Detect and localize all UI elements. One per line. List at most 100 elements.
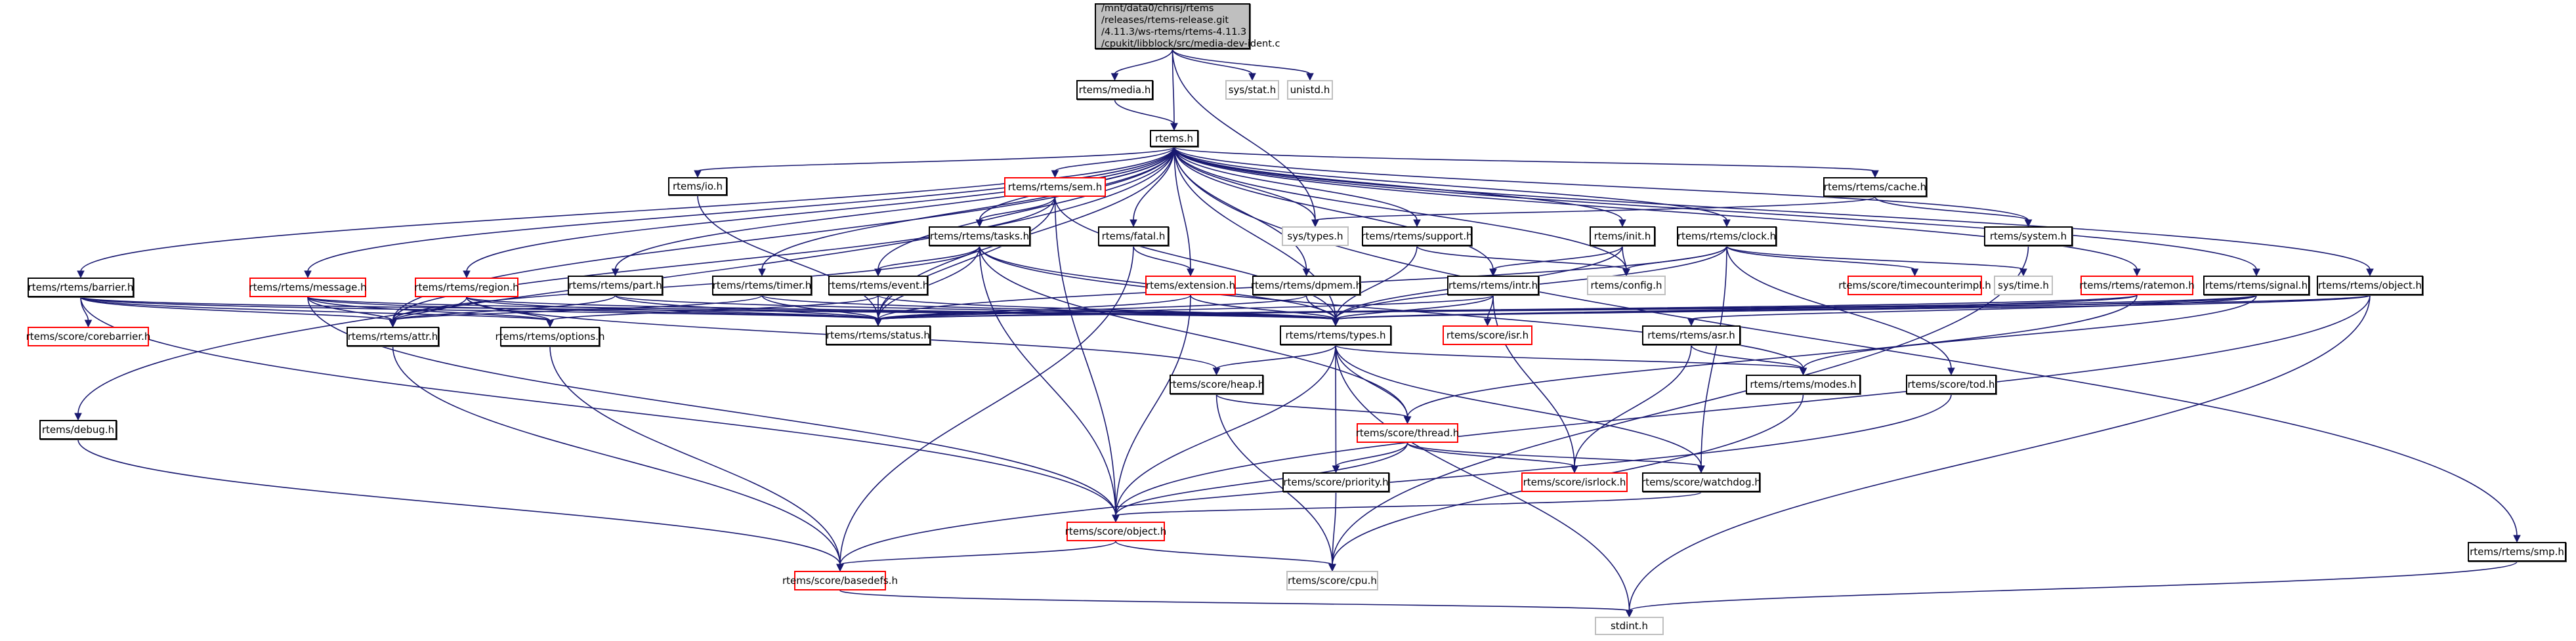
node-label: rtems/config.h — [1590, 279, 1662, 291]
node-clock[interactable]: rtems/rtems/clock.h — [1677, 226, 1777, 246]
node-cpu[interactable]: rtems/score/cpu.h — [1286, 571, 1378, 590]
node-sysstat[interactable]: sys/stat.h — [1225, 80, 1279, 100]
node-root-file[interactable]: /mnt/data0/chrisj/rtems /releases/rtems-… — [1095, 3, 1280, 49]
arrowhead — [1302, 268, 1311, 277]
node-debug[interactable]: rtems/debug.h — [39, 420, 117, 440]
edge-thread-to-priority — [1335, 442, 1408, 467]
arrowhead — [1328, 564, 1336, 572]
edge-timer-to-attr — [392, 295, 763, 321]
node-system[interactable]: rtems/system.h — [1984, 226, 2073, 246]
node-label: rtems/rtems/signal.h — [2205, 279, 2308, 291]
edge-event-to-options — [549, 295, 879, 321]
edge-dpmem-to-types — [1305, 295, 1336, 320]
edge-sem-to-types — [1054, 196, 1336, 320]
node-dpmem[interactable]: rtems/rtems/dpmem.h — [1251, 276, 1362, 295]
node-rtems[interactable]: rtems.h — [1150, 130, 1198, 147]
edge-types-to-modes — [1335, 344, 1804, 369]
edge-clock-to-systime — [1726, 245, 2024, 270]
edge-types-to-heap — [1215, 344, 1336, 369]
node-modes[interactable]: rtems/rtems/modes.h — [1746, 375, 1861, 394]
arrowhead — [74, 413, 82, 421]
node-region[interactable]: rtems/rtems/region.h — [414, 278, 519, 297]
node-priority[interactable]: rtems/score/priority.h — [1282, 472, 1389, 492]
edge-types-to-stdint — [1335, 344, 1630, 611]
node-label: rtems/score/heap.h — [1168, 379, 1265, 390]
node-isr[interactable]: rtems/score/isr.h — [1443, 325, 1532, 345]
node-media[interactable]: rtems/media.h — [1076, 80, 1153, 100]
node-systime[interactable]: sys/time.h — [1994, 276, 2053, 295]
node-attr[interactable]: rtems/rtems/attr.h — [347, 327, 439, 346]
arrowhead — [874, 318, 882, 327]
node-corebarrier[interactable]: rtems/score/corebarrier.h — [26, 327, 151, 346]
node-intr[interactable]: rtems/rtems/intr.h — [1447, 276, 1539, 295]
node-label: rtems/fatal.h — [1101, 230, 1166, 242]
node-thread[interactable]: rtems/score/thread.h — [1356, 423, 1459, 443]
node-timer[interactable]: rtems/rtems/timer.h — [712, 276, 812, 295]
node-label: rtems/score/corebarrier.h — [26, 331, 151, 342]
edge-barrier-to-options — [80, 297, 551, 321]
node-options[interactable]: rtems/rtems/options.h — [495, 327, 605, 346]
node-label: unistd.h — [1290, 84, 1330, 96]
node-cache[interactable]: rtems/rtems/cache.h — [1823, 177, 1927, 197]
edge-fatal-to-basedefs — [839, 245, 1134, 566]
arrowhead — [1332, 318, 1340, 327]
edge-fatal-to-extension — [1133, 245, 1191, 270]
node-isrlock[interactable]: rtems/score/isrlock.h — [1521, 472, 1628, 492]
node-io[interactable]: rtems/io.h — [668, 177, 727, 196]
edge-media-to-rtems — [1114, 99, 1175, 125]
arrowhead — [1483, 318, 1492, 327]
edge-attr-to-basedefs — [392, 346, 841, 566]
node-label: rtems/rtems/timer.h — [712, 279, 812, 291]
node-label: rtems/score/timecounterimpl.h — [1838, 279, 1991, 291]
node-timecounter[interactable]: rtems/score/timecounterimpl.h — [1838, 276, 1991, 295]
node-init[interactable]: rtems/init.h — [1590, 226, 1655, 246]
arrowhead — [1697, 465, 1705, 474]
node-label: rtems/score/cpu.h — [1288, 575, 1377, 587]
node-label: rtems/system.h — [1989, 230, 2067, 242]
arrowhead — [1723, 219, 1731, 228]
node-signal[interactable]: rtems/rtems/signal.h — [2203, 276, 2310, 295]
edge-rtems-to-system — [1173, 146, 2029, 221]
edge-rtems-to-message — [307, 146, 1175, 272]
node-event[interactable]: rtems/rtems/event.h — [828, 276, 929, 295]
node-basedefs[interactable]: rtems/score/basedefs.h — [782, 571, 898, 590]
node-ratemon[interactable]: rtems/rtems/ratemon.h — [2079, 276, 2195, 295]
edge-rtems-to-barrier — [80, 146, 1175, 272]
edge-root-to-sysstat — [1172, 49, 1253, 75]
edge-sem-to-status — [877, 196, 1056, 320]
edge-rtems-to-event — [877, 146, 1175, 270]
node-tasks[interactable]: rtems/rtems/tasks.h — [929, 226, 1030, 246]
node-barrier[interactable]: rtems/rtems/barrier.h — [28, 278, 134, 297]
node-part[interactable]: rtems/rtems/part.h — [568, 276, 663, 295]
node-label: rtems/init.h — [1594, 230, 1651, 242]
node-watchdog[interactable]: rtems/score/watchdog.h — [1641, 472, 1761, 492]
node-systypes[interactable]: sys/types.h — [1282, 226, 1349, 246]
node-label: rtems/rtems/tasks.h — [929, 230, 1030, 242]
node-tod[interactable]: rtems/score/tod.h — [1906, 375, 1996, 394]
node-extension[interactable]: rtems/extension.h — [1145, 276, 1236, 295]
node-support[interactable]: rtems/rtems/support.h — [1361, 226, 1473, 246]
node-object[interactable]: rtems/rtems/object.h — [2317, 276, 2423, 295]
node-message[interactable]: rtems/rtems/message.h — [249, 278, 367, 297]
arrowhead — [1306, 73, 1314, 81]
node-config[interactable]: rtems/config.h — [1587, 276, 1666, 295]
node-sem[interactable]: rtems/rtems/sem.h — [1004, 177, 1106, 197]
edge-smp-to-stdint — [1628, 561, 2518, 611]
node-scoreobject[interactable]: rtems/score/object.h — [1065, 522, 1166, 541]
edge-init-to-config — [1622, 245, 1627, 270]
node-unistd[interactable]: unistd.h — [1287, 80, 1333, 100]
node-smp[interactable]: rtems/rtems/smp.h — [2468, 542, 2566, 562]
node-types[interactable]: rtems/rtems/types.h — [1280, 325, 1391, 345]
arrowhead — [1403, 416, 1412, 424]
edge-tod-to-basedefs — [839, 394, 1952, 566]
node-fatal[interactable]: rtems/fatal.h — [1098, 226, 1169, 246]
arrowhead — [1618, 219, 1626, 228]
edge-init-to-intr — [1492, 245, 1623, 270]
node-label: rtems/rtems/options.h — [495, 331, 605, 342]
node-stdint[interactable]: stdint.h — [1595, 617, 1664, 635]
node-asr[interactable]: rtems/rtems/asr.h — [1642, 325, 1741, 345]
node-heap[interactable]: rtems/score/heap.h — [1168, 375, 1265, 394]
edge-asr-to-isrlock — [1574, 344, 1692, 467]
node-status[interactable]: rtems/rtems/status.h — [826, 325, 931, 345]
arrowhead — [2019, 268, 2027, 277]
